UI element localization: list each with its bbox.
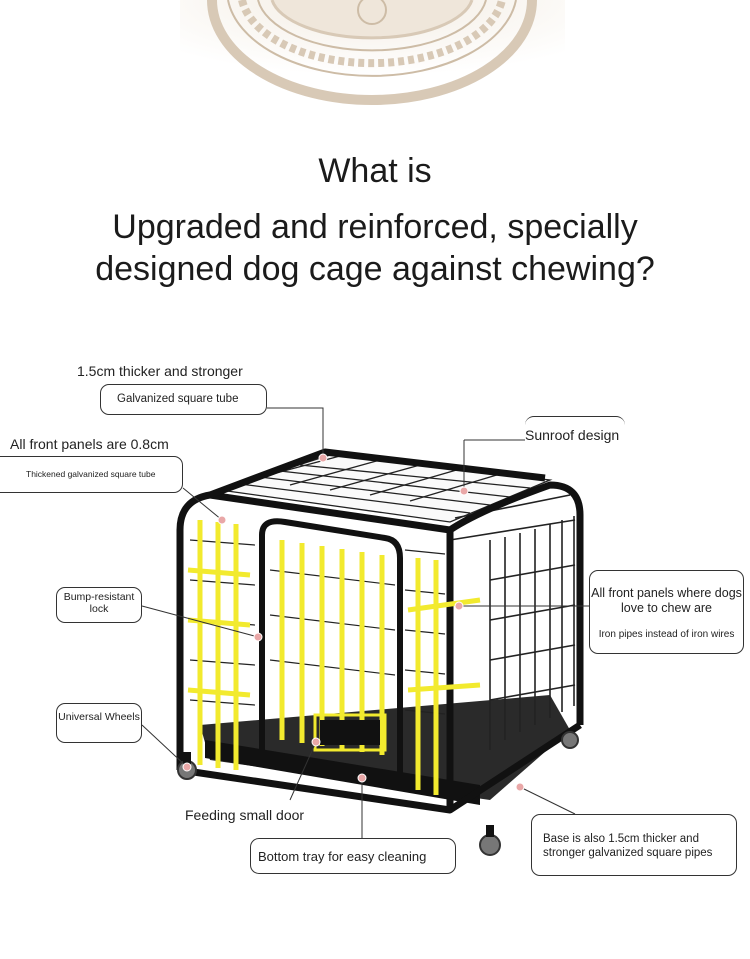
callout-sunroof-box [525, 416, 625, 446]
headline-line-1: Upgraded and reinforced, specially [112, 208, 638, 246]
callout-tray-box [250, 838, 456, 874]
callout-feeding-door-text: Feeding small door [185, 807, 305, 823]
callout-top-tube-title: 1.5cm thicker and stronger [77, 363, 243, 379]
callout-lock-text: Bump-resistant lock [63, 591, 135, 615]
callout-front-panels-subtitle: Thickened galvanized square tube [26, 469, 156, 479]
dog-cage-illustration [176, 448, 584, 856]
callout-top-tube-subtitle: Galvanized square tube [117, 393, 239, 405]
callout-base-box [531, 814, 737, 876]
callout-front-panels-title: All front panels are 0.8cm [10, 436, 169, 452]
callout-tray-text: Bottom tray for easy cleaning [258, 849, 427, 864]
callout-top-tube-box [100, 384, 267, 415]
callout-chew-panels-title: All front panels where dogs love to chew… [591, 586, 742, 615]
callout-wheels-box [56, 703, 142, 743]
callout-base-text: Base is also 1.5cm thicker and stronger … [543, 833, 713, 859]
callout-front-panels-box [0, 456, 183, 493]
heading-what-is: What is [318, 152, 432, 190]
decorative-medallion-icon [180, 0, 565, 108]
callout-sunroof-text: Sunroof design [525, 427, 620, 443]
callout-lock-box [56, 587, 142, 623]
callout-chew-panels-subtitle: Iron pipes instead of iron wires [598, 629, 735, 640]
headline-line-2: designed dog cage against chewing? [95, 250, 655, 288]
callout-chew-panels-box [589, 570, 744, 654]
callout-wheels-text: Universal Wheels [58, 711, 140, 723]
